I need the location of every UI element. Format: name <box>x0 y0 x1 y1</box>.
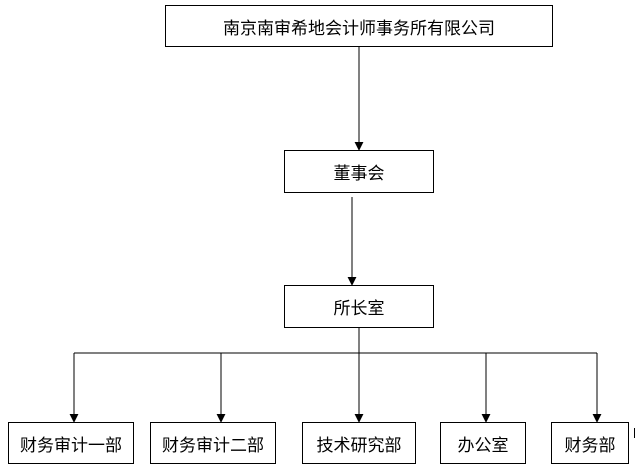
department-box-1: 财务审计一部 <box>8 422 134 464</box>
department-name-3: 技术研究部 <box>316 435 402 456</box>
department-name-4: 办公室 <box>457 435 509 456</box>
office-box: 所长室 <box>284 285 434 328</box>
department-box-4: 办公室 <box>440 422 526 464</box>
department-name-5: 财务部 <box>564 435 616 456</box>
department-box-2: 财务审计二部 <box>150 422 276 464</box>
department-box-3: 技术研究部 <box>302 422 416 464</box>
board-box: 董事会 <box>284 150 434 193</box>
department-name-1: 财务审计一部 <box>20 435 122 456</box>
department-box-5: 财务部 <box>551 422 629 464</box>
company-name: 南京南审希地会计师事务所有限公司 <box>223 18 495 39</box>
office-name: 所长室 <box>333 299 385 319</box>
margin-mark <box>634 428 635 438</box>
department-name-2: 财务审计二部 <box>162 435 264 456</box>
company-box: 南京南审希地会计师事务所有限公司 <box>165 5 553 47</box>
board-name: 董事会 <box>333 164 385 184</box>
